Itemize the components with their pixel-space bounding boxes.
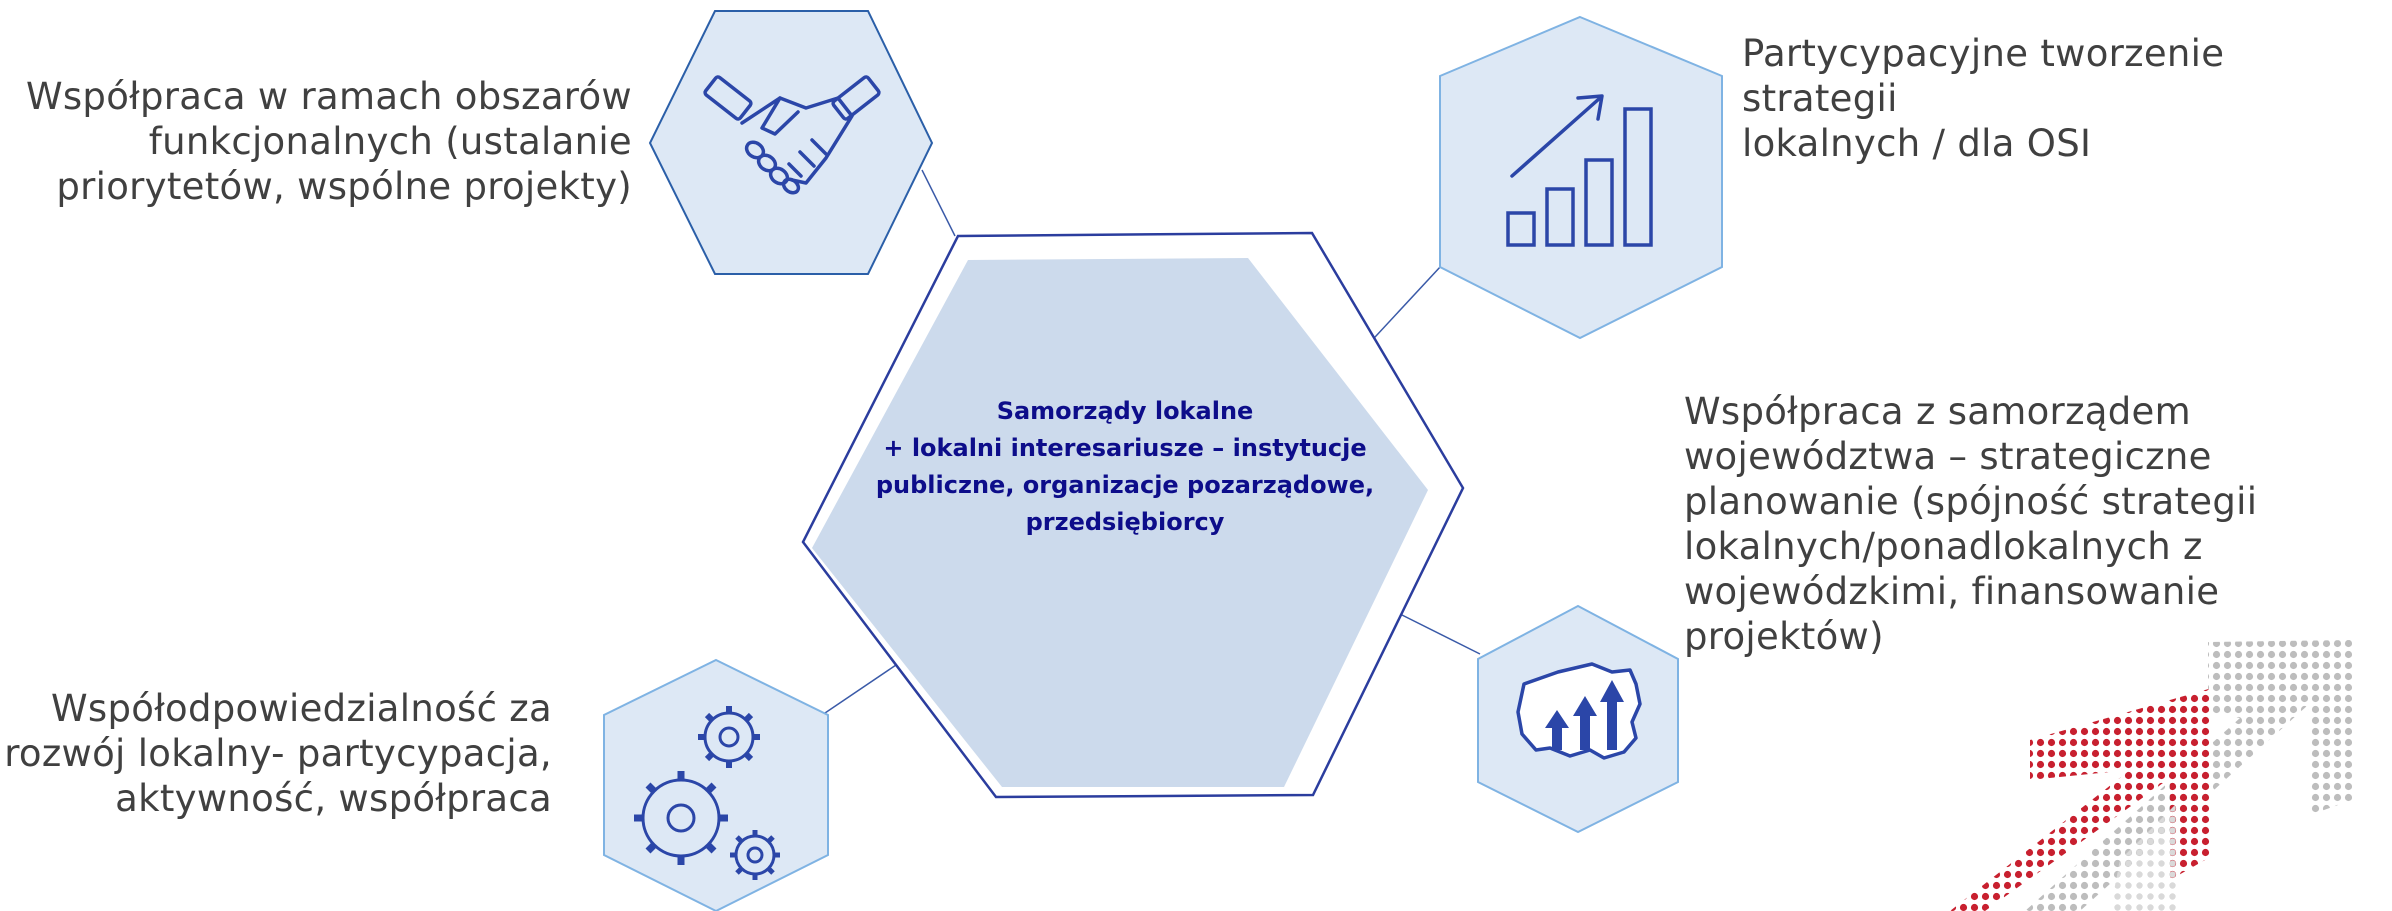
- decorative-arrows: [1950, 640, 2352, 911]
- connector-mid-right: [1401, 614, 1481, 655]
- label-mid-right-line-5: wojewódzkimi, finansowanie: [1684, 570, 2220, 613]
- center-line-4: przedsiębiorcy: [1025, 508, 1225, 536]
- label-bottom-left-line-2: rozwój lokalny- partycypacja,: [4, 732, 552, 775]
- label-mid-right-line-2: województwa – strategiczne: [1684, 435, 2212, 478]
- label-mid-right-line-6: projektów): [1684, 615, 1884, 658]
- hexagon-mid-right: [1477, 604, 1679, 834]
- hexagon-top-left: [648, 10, 934, 275]
- gears-icon: [634, 706, 780, 880]
- label-mid-right-line-1: Współpraca z samorządem: [1684, 390, 2191, 433]
- label-top-right: Partycypacyjne tworzenie strategii lokal…: [1742, 31, 2387, 166]
- growth-chart-icon: [1506, 94, 1653, 247]
- label-top-left-line-2: funkcjonalnych (ustalanie: [148, 120, 632, 163]
- label-top-left: Współpraca w ramach obszarów funkcjonaln…: [0, 74, 632, 209]
- connector-bottom-left: [824, 664, 897, 714]
- label-top-left-line-1: Współpraca w ramach obszarów: [25, 75, 632, 118]
- hexagon-top-right: [1439, 15, 1723, 340]
- label-bottom-left-line-1: Współodpowiedzialność za: [51, 687, 552, 730]
- center-line-1: Samorządy lokalne: [996, 397, 1254, 425]
- center-hexagon-text: Samorządy lokalne + lokalni interesarius…: [865, 393, 1385, 541]
- label-top-right-line-1: Partycypacyjne tworzenie strategii: [1742, 32, 2225, 120]
- label-mid-right-line-4: lokalnych/ponadlokalnych z: [1684, 525, 2203, 568]
- label-top-left-line-3: priorytetów, wspólne projekty): [56, 165, 632, 208]
- connector-lines: [824, 169, 1481, 714]
- handshake-icon: [703, 75, 881, 195]
- label-bottom-left-line-3: aktywność, współpraca: [115, 777, 552, 820]
- red-arrow-decoration: [1950, 688, 2212, 911]
- connector-top-right: [1362, 265, 1442, 351]
- center-hexagon: [801, 231, 1465, 799]
- label-mid-right-line-3: planowanie (spójność strategii: [1684, 480, 2258, 523]
- light-grey-arrow-decoration: [2110, 800, 2180, 911]
- connector-top-left: [921, 169, 956, 237]
- poland-map-arrows-icon: [1516, 662, 1642, 760]
- label-top-right-line-2: lokalnych / dla OSI: [1742, 122, 2092, 165]
- label-mid-right: Współpraca z samorządem województwa – st…: [1684, 389, 2344, 659]
- label-bottom-left: Współodpowiedzialność za rozwój lokalny-…: [0, 686, 552, 821]
- center-line-2: + lokalni interesariusze – instytucje: [883, 434, 1367, 462]
- hexagon-bottom-left: [603, 658, 829, 911]
- center-line-3: publiczne, organizacje pozarządowe,: [875, 471, 1375, 499]
